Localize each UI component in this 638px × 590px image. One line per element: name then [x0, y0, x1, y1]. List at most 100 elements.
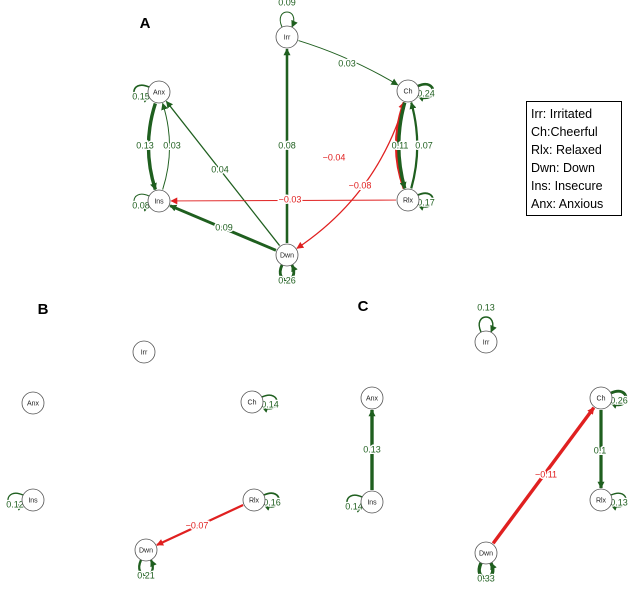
self-loop-label-c-irr: 0.13 — [477, 302, 495, 312]
node-label-c-anx: Anx — [366, 395, 379, 402]
edge-label-a-rlx-ins: −0.03 — [279, 194, 302, 204]
self-loop-c-ins — [346, 494, 363, 513]
legend-item-ch: Ch:Cheerful — [531, 125, 598, 139]
self-loop-label-a-irr: 0.09 — [278, 0, 296, 7]
edge-label-a-dwn-anx: 0.04 — [211, 164, 229, 174]
self-loop-c-irr — [478, 316, 497, 333]
node-label-b-anx: Anx — [27, 400, 40, 407]
edge-a-rlx-ch — [409, 101, 419, 189]
edge-label-a-ins-anx: 0.03 — [163, 140, 181, 150]
node-a-irr — [275, 25, 299, 49]
self-loop-a-rlx — [417, 192, 434, 211]
edge-a-ch-dwn — [296, 102, 406, 249]
node-label-a-anx: Anx — [153, 89, 166, 96]
node-c-rlx — [589, 488, 613, 512]
edge-a-rlx-ins — [170, 197, 397, 205]
panel-labels-layer: A B C — [38, 15, 369, 318]
node-label-c-rlx: Rlx — [596, 497, 607, 504]
node-label-c-ins: Ins — [367, 499, 377, 506]
self-loop-label-a-anx: 0.15 — [132, 91, 150, 101]
self-loop-label-a-rlx: 0.17 — [417, 197, 435, 207]
node-c-irr — [474, 330, 498, 354]
node-b-rlx — [242, 488, 266, 512]
edge-label-a-ch-dwn: −0.04 — [323, 152, 346, 162]
legend-item-anx: Anx: Anxious — [531, 197, 604, 211]
node-b-anx — [21, 391, 45, 415]
node-b-irr — [132, 340, 156, 364]
edge-c-dwn-ch — [491, 406, 596, 545]
legend-item-dwn: Dwn: Down — [531, 161, 595, 175]
node-label-b-dwn: Dwn — [139, 547, 153, 554]
node-a-dwn — [275, 243, 299, 267]
edge-label-c-dwn-ch: −0.11 — [535, 469, 557, 479]
edge-label-b-rlx-dwn: −0.07 — [186, 520, 209, 530]
self-loop-label-a-dwn: 0.26 — [278, 275, 296, 285]
node-label-a-rlx: Rlx — [403, 197, 414, 204]
node-label-a-irr: Irr — [284, 34, 291, 41]
self-loop-b-dwn — [138, 559, 157, 576]
edge-a-irr-ch — [298, 40, 399, 86]
edge-label-a-rlx-ch: −0.08 — [349, 180, 372, 190]
edge-a-ch-rlx — [397, 102, 407, 190]
node-a-ins — [147, 189, 171, 213]
self-loop-c-ch — [610, 389, 628, 409]
self-loop-label-b-ch: 0.14 — [261, 399, 279, 409]
self-loop-a-irr — [279, 11, 298, 28]
edge-a-ins-anx — [161, 102, 171, 190]
panel-label-c: C — [358, 298, 369, 315]
self-loop-label-b-dwn: 0.21 — [137, 570, 155, 580]
edge-label-a-dwn-ins: 0.09 — [215, 222, 233, 232]
node-a-ch — [396, 79, 420, 103]
panel-label-b: B — [38, 301, 49, 318]
legend-item-irr: Irr: Irritated — [531, 107, 593, 121]
node-label-b-ch: Ch — [248, 399, 257, 406]
self-loop-a-anx — [133, 84, 150, 103]
edge-label-a-dwn-irr: 0.08 — [278, 140, 296, 150]
edge-label-a-ch-rlx: 0.11 — [392, 140, 409, 150]
node-label-b-rlx: Rlx — [249, 497, 260, 504]
self-loop-c-dwn — [477, 562, 497, 580]
self-loop-a-ins — [133, 193, 150, 212]
self-loop-label-c-ch: 0.26 — [610, 395, 628, 405]
self-loop-c-rlx — [610, 492, 627, 511]
node-label-b-ins: Ins — [28, 497, 38, 504]
node-label-c-irr: Irr — [483, 339, 490, 346]
node-a-rlx — [396, 188, 420, 212]
edge-label-a-irr-ch: 0.03 — [338, 58, 356, 68]
legend-box: Irr: Irritated Ch:Cheerful Rlx: Relaxed … — [526, 101, 622, 216]
edge-b-rlx-dwn — [156, 504, 244, 546]
edge-label-c-ch-rlx: 0.1 — [594, 445, 607, 455]
self-loop-a-dwn — [278, 264, 298, 282]
node-a-anx — [147, 80, 171, 104]
node-label-a-ch: Ch — [404, 88, 413, 95]
self-loop-label-a-ins: 0.08 — [132, 200, 150, 210]
edges-layer: 0.03 0.08 0.04 0.09 −0.03 −0.04 −0.08 0.13 0.03 0… — [5, 0, 629, 585]
node-label-a-dwn: Dwn — [280, 252, 294, 259]
node-c-ch — [589, 386, 613, 410]
edge-a-anx-ins — [146, 102, 157, 191]
self-loop-label-c-rlx: 0.13 — [610, 497, 628, 507]
self-loop-label-b-rlx: 0.16 — [263, 497, 281, 507]
self-loop-label-c-dwn: 0.33 — [477, 573, 495, 583]
panel-label-a: A — [140, 15, 151, 32]
edge-a-dwn-anx — [165, 100, 281, 246]
edge-label-a-rlx-ch: 0.07 — [415, 140, 433, 150]
self-loop-label-a-ch: 0.24 — [417, 88, 435, 98]
node-c-anx — [360, 386, 384, 410]
node-b-dwn — [134, 538, 158, 562]
node-b-ch — [240, 390, 264, 414]
self-loop-label-c-ins: 0.14 — [345, 501, 363, 511]
self-loop-b-ins — [7, 492, 24, 511]
edge-label-a-anx-ins: 0.13 — [136, 140, 154, 150]
legend-item-rlx: Rlx: Relaxed — [531, 143, 602, 157]
legend-item-ins: Ins: Insecure — [531, 179, 603, 193]
edge-a-dwn-ins — [169, 204, 277, 252]
node-label-c-ch: Ch — [597, 395, 606, 402]
node-label-a-ins: Ins — [154, 198, 164, 205]
self-loop-a-ch — [417, 82, 435, 102]
node-b-ins — [21, 488, 45, 512]
node-c-dwn — [474, 541, 498, 565]
edge-label-c-ins-anx: 0.13 — [363, 444, 381, 454]
